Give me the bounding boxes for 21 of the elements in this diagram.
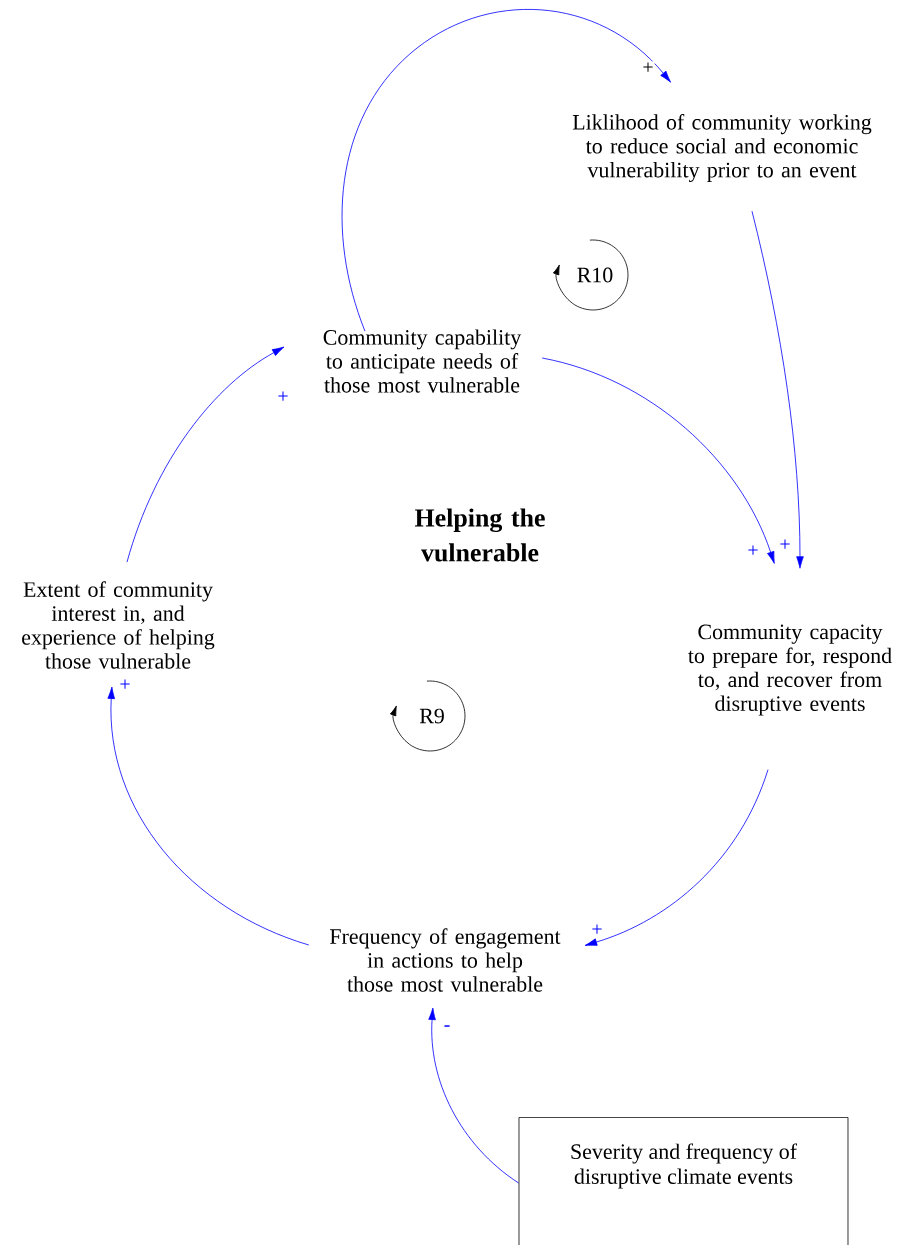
polarity-sign: +: [590, 923, 604, 937]
title: Helping the vulnerable: [414, 508, 545, 562]
arrow: [126, 346, 285, 563]
arrow: [428, 1007, 519, 1184]
arrow: [341, 9, 672, 332]
polarity-sign: +: [778, 538, 792, 552]
polarity-sign: +: [118, 678, 132, 692]
variable-box: Severity and frequency of disruptive climate events: [518, 1117, 849, 1245]
variable-label: Extent of community interest in, and experience of helping those vulnerable: [22, 581, 215, 669]
variable-label: Frequency of engagement in actions to help those most vulnerable: [330, 928, 561, 992]
polarity-sign: +: [746, 544, 760, 558]
arrow: [541, 357, 775, 564]
arrow: [584, 769, 769, 946]
arrow: [751, 210, 804, 569]
variable-label: Community capacity to prepare for, respond to, and recover from disruptive events: [688, 624, 892, 716]
arrow: [107, 686, 310, 946]
variable-label: Liklihood of community working to reduce social and economic vulnerability prior to an event: [572, 114, 872, 182]
polarity-sign: +: [276, 390, 290, 404]
polarity-sign: -: [442, 1024, 452, 1032]
polarity-sign: +: [641, 61, 655, 75]
variable-label: Community capability to anticipate needs of those most vulnerable: [323, 329, 522, 393]
